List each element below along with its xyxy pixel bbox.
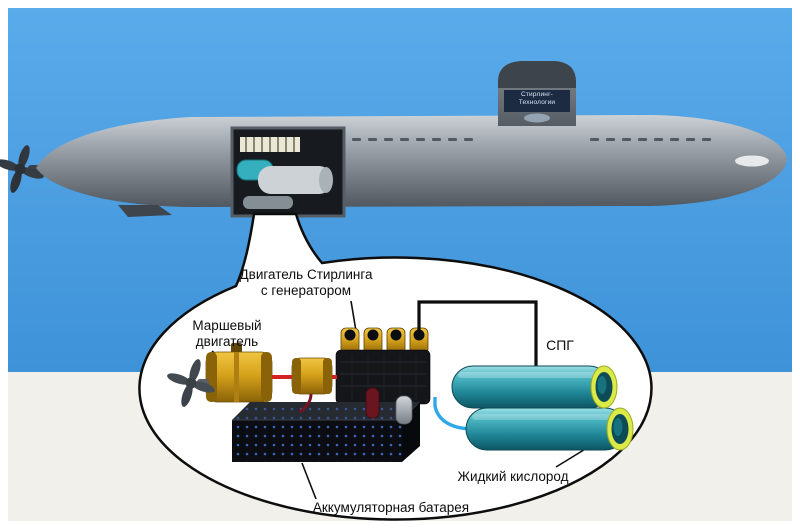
main-engine-label: Маршевый двигатель: [174, 318, 280, 350]
propeller-icon: [0, 145, 44, 193]
fuel-pipe: [417, 300, 538, 372]
main-engine: [205, 343, 273, 403]
liquid-oxygen-label-text: Жидкий кислород: [457, 469, 569, 484]
sail-logo: [524, 113, 550, 123]
lng-label-text: СПГ: [546, 337, 574, 353]
submarine-sail: [498, 61, 576, 126]
submarine-hull: [36, 115, 787, 207]
battery: [232, 402, 420, 462]
callout-balloon: [138, 212, 653, 521]
battery-label-text: Аккумуляторная батарея: [312, 500, 470, 515]
hull-vent-dashes: [352, 138, 711, 141]
hull-cutaway: [230, 126, 346, 218]
generator: [291, 357, 333, 395]
stirling-engine-label-line1: Двигатель Стирлинга: [239, 267, 373, 282]
bow-highlight: [735, 155, 769, 167]
submarine: [0, 61, 787, 218]
muffler-capsule: [395, 395, 413, 425]
stirling-engine-label-line2: с генератором: [260, 283, 352, 298]
sail-badge-line1: Стирлинг-: [520, 91, 554, 98]
sail-badge-text: Стирлинг- Технологии: [504, 91, 570, 113]
stirling-engine-label: Двигатель Стирлинга с генератором: [208, 267, 404, 299]
lng-label: СПГ: [528, 337, 592, 353]
main-engine-label-line2: двигатель: [195, 334, 259, 349]
cutaway-lower-capsule: [243, 196, 293, 209]
cutaway-engine-cylinder: [258, 166, 332, 194]
schematic-propeller-icon: [167, 359, 215, 407]
liquid-oxygen-label: Жидкий кислород: [438, 469, 588, 485]
sail-badge-line2: Технологии: [518, 99, 556, 106]
lng-tank: [451, 365, 618, 409]
maroon-capsule: [365, 387, 380, 419]
sail-badge-panel: [504, 90, 570, 112]
main-engine-label-line1: Маршевый: [192, 318, 262, 333]
liquid-oxygen-tank: [465, 407, 634, 451]
cable-maroon: [299, 393, 313, 414]
lower-fin: [118, 205, 172, 217]
stirling-engine: [335, 327, 431, 405]
battery-label: Аккумуляторная батарея: [286, 500, 496, 516]
